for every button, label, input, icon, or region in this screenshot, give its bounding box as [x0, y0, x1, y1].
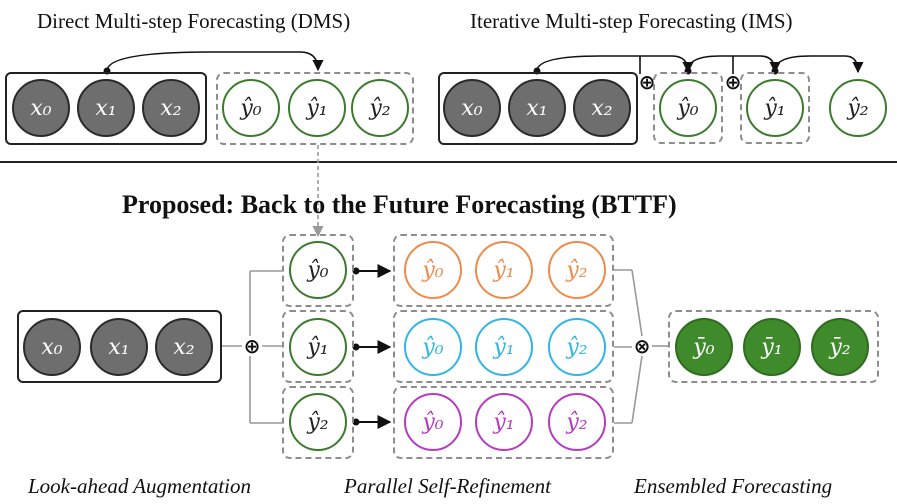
node-yhat1: ŷ₁	[475, 318, 533, 376]
node-x0: x₀	[12, 79, 70, 137]
node-x2: x₂	[142, 79, 200, 137]
dms-output-box	[216, 72, 414, 145]
node-x0: x₀	[443, 79, 501, 137]
node-yhat1: ŷ₁	[746, 79, 804, 137]
add-operator-icon: ⊕	[243, 334, 261, 358]
node-x2: x₂	[573, 79, 631, 137]
node-yhat1: ŷ₁	[288, 79, 346, 137]
node-x0: x₀	[23, 318, 81, 376]
node-x1: x₁	[77, 79, 135, 137]
bttf-title: Proposed: Back to the Future Forecasting…	[122, 190, 677, 219]
dms-title: Direct Multi-step Forecasting (DMS)	[37, 9, 351, 33]
caption-ensembled: Ensembled Forecasting	[634, 474, 833, 498]
node-yhat2: ŷ₂	[829, 79, 887, 137]
lookahead-box-1	[282, 310, 354, 383]
node-yhat0: ŷ₀	[404, 318, 462, 376]
node-x1: x₁	[90, 318, 148, 376]
node-yhat0: ŷ₀	[659, 79, 717, 137]
caption-refinement: Parallel Self-Refinement	[344, 474, 552, 498]
lookahead-box-2	[282, 386, 354, 459]
refinement-row-purple	[393, 386, 614, 459]
ims-arrow-2	[687, 55, 781, 74]
node-yhat1: ŷ₁	[289, 318, 347, 376]
node-yhat0: ŷ₀	[222, 79, 280, 137]
node-yhat0: ŷ₀	[289, 241, 347, 299]
refinement-row-blue	[393, 310, 614, 383]
node-ybar0: ȳ₀	[675, 318, 733, 376]
node-yhat1: ŷ₁	[475, 393, 533, 451]
ims-step-box	[653, 72, 723, 144]
ims-arrow-1	[536, 55, 694, 74]
node-yhat1: ŷ₁	[475, 241, 533, 299]
node-ybar2: ȳ₂	[811, 318, 869, 376]
node-ybar1: ȳ₁	[743, 318, 801, 376]
node-yhat2: ŷ₂	[351, 79, 409, 137]
node-x2: x₂	[155, 318, 213, 376]
ims-input-box	[438, 72, 638, 145]
ims-title: Iterative Multi-step Forecasting (IMS)	[470, 9, 793, 33]
node-yhat2: ŷ₂	[548, 393, 606, 451]
add-operator-icon: ⊕	[724, 70, 742, 94]
node-yhat0: ŷ₀	[404, 241, 462, 299]
dms-input-box	[5, 72, 207, 145]
node-yhat0: ŷ₀	[404, 393, 462, 451]
ims-arrow-3	[774, 55, 864, 74]
ensemble-box	[668, 310, 879, 383]
node-yhat2: ŷ₂	[289, 393, 347, 451]
node-x1: x₁	[508, 79, 566, 137]
add-operator-icon: ⊕	[638, 70, 656, 94]
node-yhat2: ŷ₂	[548, 318, 606, 376]
refinement-row-orange	[393, 234, 614, 307]
node-yhat2: ŷ₂	[548, 241, 606, 299]
bttf-input-box	[17, 310, 222, 383]
multiply-operator-icon: ⊗	[633, 334, 651, 358]
dms-arrow	[106, 51, 324, 72]
caption-lookahead: Look-ahead Augmentation	[28, 474, 252, 498]
lookahead-box-0	[282, 234, 354, 307]
ims-step-box	[740, 72, 810, 144]
